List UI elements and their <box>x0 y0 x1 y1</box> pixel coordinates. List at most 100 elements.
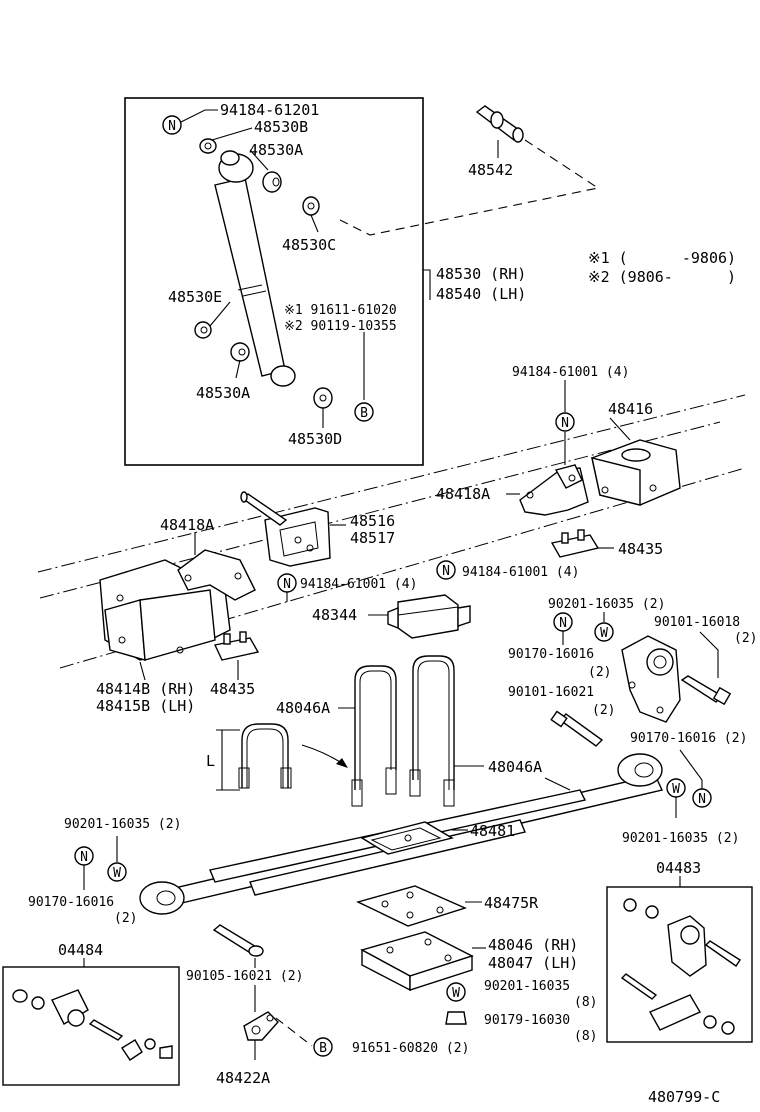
label-pad-48435-left: 48435 <box>210 680 255 698</box>
ubolt-dimension-sample[interactable] <box>238 723 292 789</box>
label-nut-4-mid-left: 94184-61001 (4) <box>300 577 417 592</box>
label-nut-90170-left: 90170-16016 <box>28 895 114 910</box>
label-bracket-48418a-rear: 48418A <box>436 485 490 503</box>
label-washer-90201-left: 90201-16035 (2) <box>64 817 181 832</box>
bushing-48530b[interactable] <box>199 138 217 154</box>
svg-text:N: N <box>283 577 291 592</box>
retainer-48530d[interactable] <box>313 387 333 409</box>
label-hanger-48416: 48416 <box>608 400 653 418</box>
ubolt-48046a-right[interactable] <box>409 655 455 807</box>
label-bolt-alt2: ※2 90119-10355 <box>284 319 397 334</box>
symbol-n-icon-mid-left: N <box>277 573 297 593</box>
svg-text:W: W <box>113 866 121 881</box>
label-hanger-rh: 48414B (RH) <box>96 680 195 698</box>
label-washer-90201-bottom: 90201-16035 <box>484 979 570 994</box>
retainer-48530c[interactable] <box>302 196 320 216</box>
label-plate-48475r: 48475R <box>484 894 539 912</box>
shackle-rear[interactable] <box>621 635 681 723</box>
symbol-n-icon-right: N <box>692 788 712 808</box>
bracket-48418a-rear[interactable] <box>519 464 589 516</box>
bolt-stud-48516[interactable] <box>240 491 288 526</box>
symbol-n-icon-mid-right: N <box>436 560 456 580</box>
bolt-90101-16018[interactable] <box>680 675 732 706</box>
symbol-w-icon-shackle: W <box>594 622 614 642</box>
label-kit-04483: 04483 <box>656 859 701 877</box>
svg-text:W: W <box>600 626 608 641</box>
label-nut-90170-top: 90170-16016 <box>508 647 594 662</box>
pad-48435-left[interactable] <box>213 631 260 661</box>
label-bracket-48516: 48516 <box>350 512 395 530</box>
label-nut-4-mid-right: 94184-61001 (4) <box>462 565 579 580</box>
svg-text:N: N <box>168 119 176 134</box>
label-dimension-l: L <box>206 752 215 770</box>
shock-absorber[interactable] <box>214 150 296 387</box>
seat-48481[interactable] <box>360 821 454 855</box>
label-bushing-48530a-bottom: 48530A <box>196 384 250 402</box>
stud-48542[interactable] <box>475 105 524 143</box>
bumper-48344[interactable] <box>387 594 471 639</box>
label-bolt-90105: 90105-16021 (2) <box>186 969 303 984</box>
svg-text:B: B <box>360 406 368 421</box>
label-hanger-lh: 48415B (LH) <box>96 697 195 715</box>
label-nut-4-top: 94184-61001 (4) <box>512 365 629 380</box>
shackle-48422a[interactable] <box>243 1011 279 1041</box>
label-washer-90201-right: 90201-16035 (2) <box>622 831 739 846</box>
pad-48435-right[interactable] <box>550 529 600 558</box>
frame-rail-upper <box>37 394 746 573</box>
label-shock-lh: 48540 (LH) <box>436 285 526 303</box>
label-qty-nut-90179: (8) <box>574 1029 597 1044</box>
label-shock-nut: 94184-61201 <box>220 101 319 119</box>
label-qty-90101-16018: (2) <box>734 631 757 646</box>
label-bracket-48418a-front: 48418A <box>160 516 214 534</box>
label-bolt-90101-16018: 90101-16018 <box>654 615 740 630</box>
symbol-w-icon-right: W <box>666 778 686 798</box>
svg-text:N: N <box>80 850 88 865</box>
label-bumper-48344: 48344 <box>312 606 357 624</box>
svg-text:W: W <box>672 782 680 797</box>
kit-04484-parts[interactable] <box>12 989 173 1061</box>
label-shackle-48422a: 48422A <box>216 1069 270 1087</box>
symbol-n-icon-left: N <box>74 846 94 866</box>
nut-90179-icon <box>445 1011 467 1025</box>
label-bracket-48517: 48517 <box>350 529 395 547</box>
bolt-90105[interactable] <box>212 924 264 957</box>
bracket-48418a-front[interactable] <box>177 549 256 601</box>
plate-48475r[interactable] <box>356 885 467 927</box>
svg-text:N: N <box>442 564 450 579</box>
label-bushing-48530a-top: 48530A <box>249 141 303 159</box>
label-kit-04484: 04484 <box>58 941 103 959</box>
bushing-48530a-top[interactable] <box>262 171 282 193</box>
label-ubolt-48046a-right: 48046A <box>488 758 542 776</box>
kit-04484-box <box>2 966 180 1086</box>
shock-absorber-inset-box <box>124 97 424 466</box>
label-bushing-48530e: 48530E <box>168 288 222 306</box>
kit-04483-parts[interactable] <box>620 898 741 1035</box>
bushing-48530a-bottom[interactable] <box>230 342 250 362</box>
svg-text:W: W <box>452 986 460 1001</box>
label-stud-48542: 48542 <box>468 161 513 179</box>
symbol-b-icon: B <box>354 402 374 422</box>
label-ubolt-48046a-left: 48046A <box>276 699 330 717</box>
svg-text:B: B <box>319 1041 327 1056</box>
symbol-n-icon: N <box>162 115 182 135</box>
symbol-w-icon-bottom: W <box>446 982 466 1002</box>
symbol-w-icon-left: W <box>107 862 127 882</box>
label-retainer-48530c: 48530C <box>282 236 336 254</box>
bolt-90101-16021[interactable] <box>550 710 604 747</box>
label-note1: ※1 ( -9806) <box>588 249 736 267</box>
label-qty-washer-bottom: (8) <box>574 995 597 1010</box>
label-retainer-48530d: 48530D <box>288 430 342 448</box>
svg-text:N: N <box>561 416 569 431</box>
label-note2: ※2 (9806- ) <box>588 268 736 286</box>
label-bolt-90101-16021: 90101-16021 <box>508 685 594 700</box>
label-bolt-91651: 91651-60820 (2) <box>352 1041 469 1056</box>
plate-48046[interactable] <box>360 931 474 992</box>
label-washer-90201-top: 90201-16035 (2) <box>548 597 665 612</box>
figure-code: 480799-C <box>648 1088 720 1106</box>
symbol-b-icon-bottom: B <box>313 1037 333 1057</box>
label-qty-90101-16021: (2) <box>592 703 615 718</box>
hanger-48416[interactable] <box>591 439 681 506</box>
bushing-48530e[interactable] <box>194 321 212 339</box>
ubolt-48046a-left[interactable] <box>351 665 397 807</box>
